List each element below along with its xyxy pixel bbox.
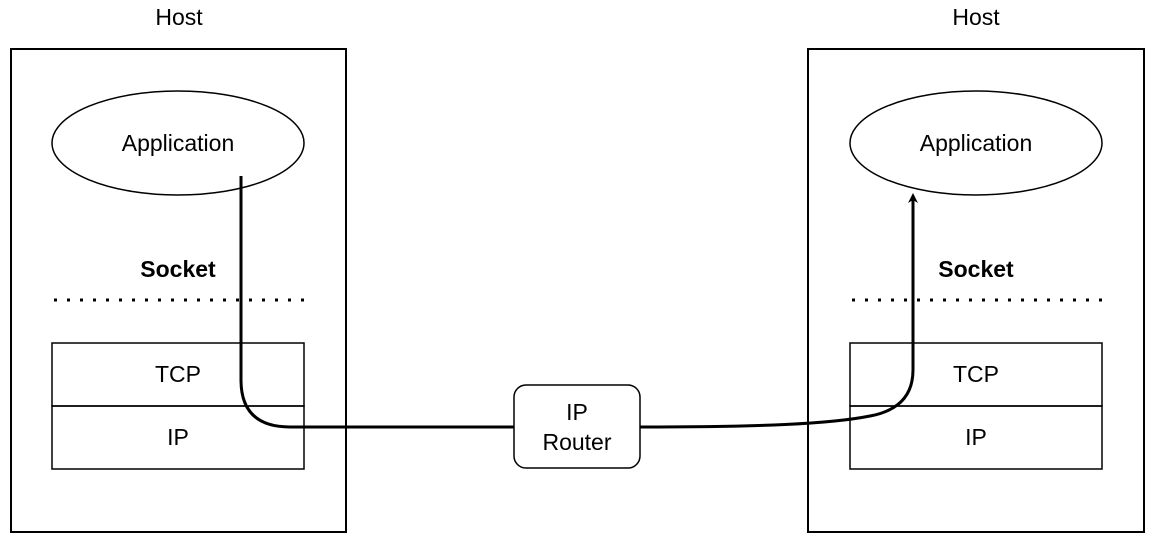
path-router-to-right	[639, 193, 918, 429]
left-socket-label: Socket	[140, 256, 216, 282]
path-left-to-router	[239, 176, 514, 429]
right-socket-label: Socket	[938, 256, 1014, 282]
left-application-ellipse	[51, 90, 305, 196]
left-ip-box	[51, 405, 305, 470]
left-host: Host Application Socket TCP IP	[10, 4, 347, 533]
left-host-title: Host	[155, 4, 203, 30]
left-ip-label: IP	[167, 424, 189, 450]
right-host-box	[807, 48, 1145, 533]
router-label-line2: Router	[542, 429, 611, 455]
router-label-line1: IP	[566, 399, 588, 425]
right-host: Host Application Socket TCP IP	[807, 4, 1145, 533]
left-tcp-label: TCP	[155, 361, 201, 387]
left-host-box	[10, 48, 347, 533]
ip-router: IP Router	[513, 384, 641, 469]
right-application-ellipse	[849, 90, 1103, 196]
router-box	[513, 384, 641, 469]
right-application-label: Application	[920, 130, 1033, 156]
right-host-title: Host	[952, 4, 1000, 30]
right-tcp-label: TCP	[953, 361, 999, 387]
right-ip-box	[849, 405, 1103, 470]
left-application-label: Application	[122, 130, 235, 156]
right-ip-label: IP	[965, 424, 987, 450]
